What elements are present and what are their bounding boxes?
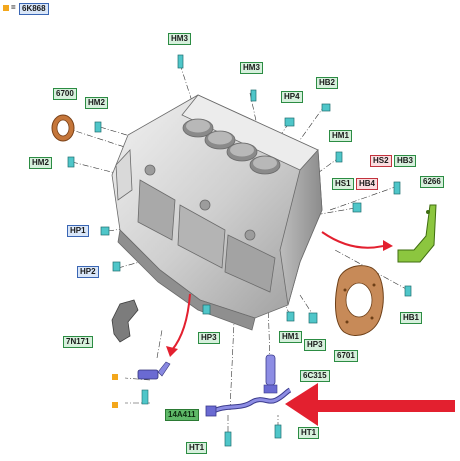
- crank-sensor: [137, 361, 171, 405]
- label-hp2: HP2: [77, 266, 99, 278]
- label-hb4: HB4: [356, 178, 379, 190]
- movement-arrows: [171, 231, 384, 351]
- label-hb1: HB1: [400, 312, 423, 324]
- legend-equals: =: [11, 3, 16, 12]
- label-hm2-top: HM2: [85, 97, 108, 109]
- label-hm1-low: HM1: [279, 331, 302, 343]
- label-6266: 6266: [420, 176, 444, 188]
- label-hp1: HP1: [67, 225, 89, 237]
- label-hm3-mid: HM3: [240, 62, 263, 74]
- label-6701: 6701: [334, 350, 358, 362]
- label-hm1-top: HM1: [329, 130, 352, 142]
- label-ht1-right: HT1: [298, 427, 320, 439]
- bracket-6266: [397, 204, 437, 263]
- label-7n171: 7N171: [63, 336, 93, 348]
- label-6c315: 6C315: [300, 370, 330, 382]
- label-ht1-left: HT1: [186, 442, 208, 454]
- label-hs2: HS2: [370, 155, 392, 167]
- harness-14a411: [205, 387, 292, 417]
- label-6700: 6700: [53, 88, 77, 100]
- legend-square: [3, 5, 9, 11]
- label-hp3-right: HP3: [304, 339, 326, 351]
- bracket-7n171: [111, 299, 139, 343]
- front-seal-6700: [51, 114, 75, 142]
- label-hb2: HB2: [316, 77, 339, 89]
- engine-block: [111, 94, 323, 331]
- bolts: [67, 54, 412, 447]
- legend-code-label: 6K868: [19, 3, 49, 15]
- label-hm2-left: HM2: [29, 157, 52, 169]
- label-hp4: HP4: [281, 91, 303, 103]
- sensor-6c315: [263, 354, 278, 394]
- label-hp3-left: HP3: [198, 332, 220, 344]
- label-14a411: 14A411: [165, 409, 199, 421]
- label-hs1: HS1: [332, 178, 354, 190]
- label-hm3-top: HM3: [168, 33, 191, 45]
- rear-seal-carrier-6701: [335, 265, 384, 336]
- label-hb3: HB3: [394, 155, 417, 167]
- callout-arrow: [285, 383, 455, 426]
